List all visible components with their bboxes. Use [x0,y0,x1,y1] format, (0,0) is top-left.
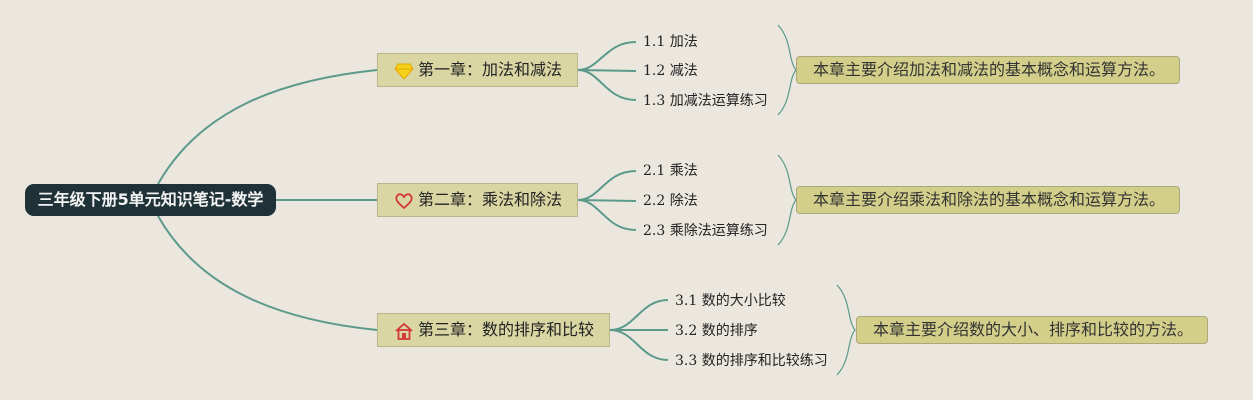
section-1-3[interactable]: 1.3 加减法运算练习 [643,93,768,109]
section-2-3[interactable]: 2.3 乘除法运算练习 [643,223,768,239]
connector-ch1-s1 [577,41,637,71]
chapter-2-summary[interactable]: 本章主要介绍乘法和除法的基本概念和运算方法。 [796,186,1180,214]
root-title: 三年级下册5单元知识笔记-数学 [37,190,264,209]
connector-ch2-s3 [577,199,637,231]
chapter-3-title: 第三章：数的排序和比较 [418,320,595,339]
chapter-1-summary[interactable]: 本章主要介绍加法和减法的基本概念和运算方法。 [796,56,1180,84]
root-topic[interactable]: 三年级下册5单元知识笔记-数学 [25,184,276,216]
chapter-1-summary-text: 本章主要介绍加法和减法的基本概念和运算方法。 [813,60,1166,79]
heart-icon [395,193,413,210]
chapter-2-topic[interactable]: 第二章：乘法和除法 [377,183,578,217]
connector-ch1-s2 [577,69,637,72]
diamond-icon [394,63,414,80]
connector-ch3-s1 [609,299,669,331]
chapter-3-summary-text: 本章主要介绍数的大小、排序和比较的方法。 [873,320,1194,339]
section-2-2[interactable]: 2.2 除法 [643,193,698,209]
chapter-2-summary-text: 本章主要介绍乘法和除法的基本概念和运算方法。 [813,190,1166,209]
chapter-1-topic[interactable]: 第一章：加法和减法 [377,53,578,87]
chapter-1-title: 第一章：加法和减法 [418,60,563,79]
connector-root-ch1 [157,69,378,185]
bracket-ch1 [777,24,797,116]
chapter-3-summary[interactable]: 本章主要介绍数的大小、排序和比较的方法。 [856,316,1208,344]
connector-ch3-s3 [609,329,669,361]
connector-ch1-s3 [577,69,637,101]
connector-ch2-s1 [577,170,637,201]
section-3-2[interactable]: 3.2 数的排序 [675,323,758,339]
connector-root-ch3 [157,215,378,331]
house-icon [395,322,413,340]
section-1-1[interactable]: 1.1 加法 [643,34,698,50]
connector-ch2-s2 [577,199,637,202]
bracket-ch2 [777,154,797,246]
section-2-1[interactable]: 2.1 乘法 [643,163,698,179]
section-3-1[interactable]: 3.1 数的大小比较 [675,293,786,309]
chapter-3-topic[interactable]: 第三章：数的排序和比较 [377,313,610,347]
bracket-ch3 [836,284,856,376]
chapter-2-title: 第二章：乘法和除法 [418,190,563,209]
section-1-2[interactable]: 1.2 减法 [643,63,698,79]
section-3-3[interactable]: 3.3 数的排序和比较练习 [675,353,828,369]
